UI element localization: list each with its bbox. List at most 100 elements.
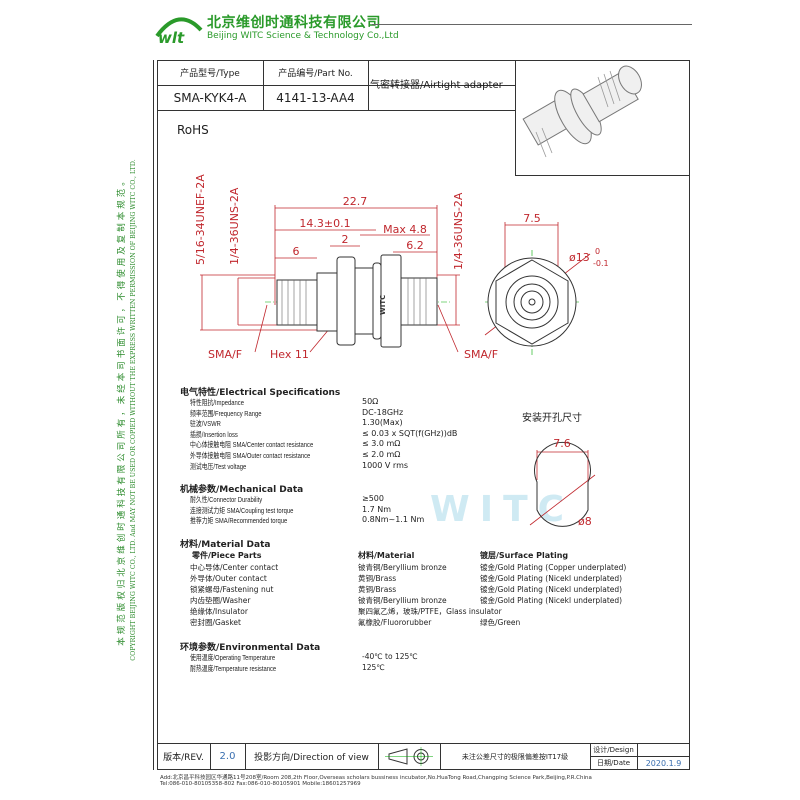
view-label: 投影方向/Direction of view: [254, 753, 369, 763]
tol-lower: -0.1: [593, 259, 609, 268]
date-label: 日期/Date: [596, 759, 631, 767]
mount-title: 安装开孔尺寸: [522, 413, 582, 424]
callout-hex: Hex 11: [270, 348, 309, 361]
product-description: 气密转接器/Airtight adapter: [370, 79, 503, 91]
svg-text:wlt: wlt: [158, 29, 185, 46]
material-header-material: 材料/Material: [358, 551, 415, 560]
mount-hole-drawing: 7.6 ø8: [529, 437, 596, 528]
material-header-plating: 镀层/Surface Plating: [480, 551, 569, 560]
mechanical-title: 机械参数/Mechanical Data: [180, 485, 304, 495]
divider: [515, 60, 516, 175]
spec-label: 外导体接触电阻 SMA/Outer contact resistance: [190, 451, 311, 460]
mount-width: 7.6: [553, 437, 571, 450]
plating-name: 镀金/Gold Plating (Nicekl underplated): [480, 574, 623, 583]
part-label: 产品编号/Part No.: [278, 69, 353, 79]
spec-value: -40℃ to 125℃: [362, 652, 418, 661]
header-rule: [372, 24, 692, 25]
spec-value: 1.30(Max): [362, 418, 403, 428]
spec-label: 推荐力矩 SMA/Recommended torque: [190, 516, 288, 526]
type-label: 产品型号/Type: [180, 69, 240, 79]
address: Add:北京昌平科技园区华通路11号208室/Room 208,2th Floo…: [160, 775, 592, 781]
spec-value: 50Ω: [362, 397, 379, 406]
material-name: 黄铜/Brass: [358, 585, 397, 594]
type-value: SMA-KYK4-A: [173, 90, 247, 105]
rev-label: 版本/REV.: [163, 753, 204, 763]
tolerance-note: 未注公差尺寸的极限偏差按IT17级: [461, 752, 569, 761]
company-name-cn: 北京维创时通科技有限公司: [207, 15, 381, 31]
dim-overall-length: 22.7: [343, 195, 368, 208]
part-name: 密封圈/Gasket: [190, 618, 241, 627]
tol-upper: 0: [595, 247, 600, 256]
part-name: 中心导体/Center contact: [190, 563, 279, 572]
spec-value: 1000 V rms: [362, 460, 409, 470]
spec-label: 插损/Insertion loss: [190, 429, 238, 439]
divider: [245, 743, 246, 770]
spec-label: 驻波/VSWR: [190, 419, 221, 429]
date-value: 2020.1.9: [645, 758, 682, 768]
spec-label: 测试电压/Test voltage: [190, 461, 247, 471]
spec-label: 中心体接触电阻 SMA/Center contact resistance: [190, 440, 314, 450]
watermark: WITC: [430, 489, 575, 530]
part-value: 4141-13-AA4: [276, 90, 355, 105]
company-name-en: Beijing WITC Science & Technology Co.,Lt…: [207, 31, 399, 41]
divider: [210, 743, 211, 770]
material-name: 铍青铜/Beryllium bronze: [358, 596, 447, 605]
rohs-label: RoHS: [177, 123, 209, 137]
design-value: [637, 743, 690, 756]
spec-value: 125℃: [362, 662, 385, 672]
dim-left-thread: 6: [293, 245, 300, 258]
plating-name: 镀金/Gold Plating (Nicekl underplated): [480, 585, 623, 594]
electrical-title: 电气特性/Electrical Specifications: [180, 388, 341, 398]
copyright-cn: 本规范版权归北京维创时通科技有限公司所有，未经本司书面许可，不得使用及复制本规范…: [117, 174, 127, 646]
divider: [515, 175, 690, 176]
part-name: 绝缘体/Insulator: [190, 607, 248, 616]
divider: [368, 60, 369, 110]
spec-value: ≤ 2.0 mΩ: [362, 450, 401, 459]
copyright-sidebar: 本规范版权归北京维创时通科技有限公司所有，未经本司书面许可，不得使用及复制本规范…: [117, 150, 139, 670]
spec-label: 耐久性/Connector Durability: [190, 495, 263, 504]
divider: [157, 743, 690, 744]
environmental-title: 环境参数/Environmental Data: [180, 643, 321, 653]
thread-left: 1/4-36UNS-2A: [228, 187, 241, 265]
divider: [590, 756, 690, 757]
divider: [378, 743, 379, 770]
spec-value: ≤ 3.0 mΩ: [362, 439, 401, 449]
dim-panel-length: 14.3±0.1: [299, 217, 350, 230]
divider: [440, 743, 441, 770]
callout-sma-left: SMA/F: [208, 348, 242, 361]
projection-symbol-icon: [385, 747, 433, 766]
material-name: 氟橡胶/Fluororubber: [358, 618, 432, 627]
part-name: 内齿垫圈/Washer: [190, 596, 251, 605]
company-logo: wlt: [155, 17, 203, 46]
spec-label: 使用温度/Operating Temperature: [190, 653, 276, 662]
divider: [637, 743, 638, 770]
plating-name: 绿色/Green: [480, 618, 521, 627]
part-name: 锁紧螺母/Fastening nut: [190, 585, 274, 594]
spec-value: 1.7 Nm: [362, 504, 392, 514]
spec-label: 耐热温度/Temperature resistance: [190, 663, 277, 673]
contact: Tel:086-010-80105358-802 Fax:086-010-801…: [160, 781, 361, 787]
divider: [157, 110, 515, 111]
product-photo: [522, 65, 642, 158]
copyright-en: COPYRIGHT BEIJING WITC CO., LTD. And MAY…: [130, 159, 137, 661]
material-name: 铍青铜/Beryllium bronze: [358, 563, 447, 572]
callout-sma-right: SMA/F: [464, 348, 498, 361]
dim-max-thickness: Max 4.8: [383, 223, 427, 236]
thread-panel: 5/16-34UNEF-2A: [194, 174, 207, 265]
spec-label: 频率范围/Frequency Range: [190, 408, 262, 418]
dim-hex-width: 7.5: [523, 212, 541, 225]
dim-right-thread: 6.2: [406, 239, 424, 252]
plating-name: 镀金/Gold Plating (Copper underplated): [480, 563, 627, 572]
body-mark: WITC: [379, 295, 387, 315]
technical-drawing: WITC 22.7 14.3±0.1 Max 4.8 2 6 6.2 7.5 ø…: [194, 174, 609, 361]
spec-value: ≥500: [362, 494, 384, 503]
part-name: 外导体/Outer contact: [190, 574, 267, 583]
spec-value: 0.8Nm~1.1 Nm: [362, 515, 425, 525]
divider: [263, 60, 264, 110]
design-label: 设计/Design: [593, 745, 634, 754]
material-name: 聚四氟乙烯，玻珠/PTFE，Glass insulator: [358, 607, 502, 616]
material-title: 材料/Material Data: [180, 540, 271, 550]
spec-value: ≤ 0.03 x SQT(f(GHz))dB: [362, 428, 458, 438]
divider: [157, 85, 515, 86]
dim-flange-diameter: ø13: [569, 251, 590, 264]
